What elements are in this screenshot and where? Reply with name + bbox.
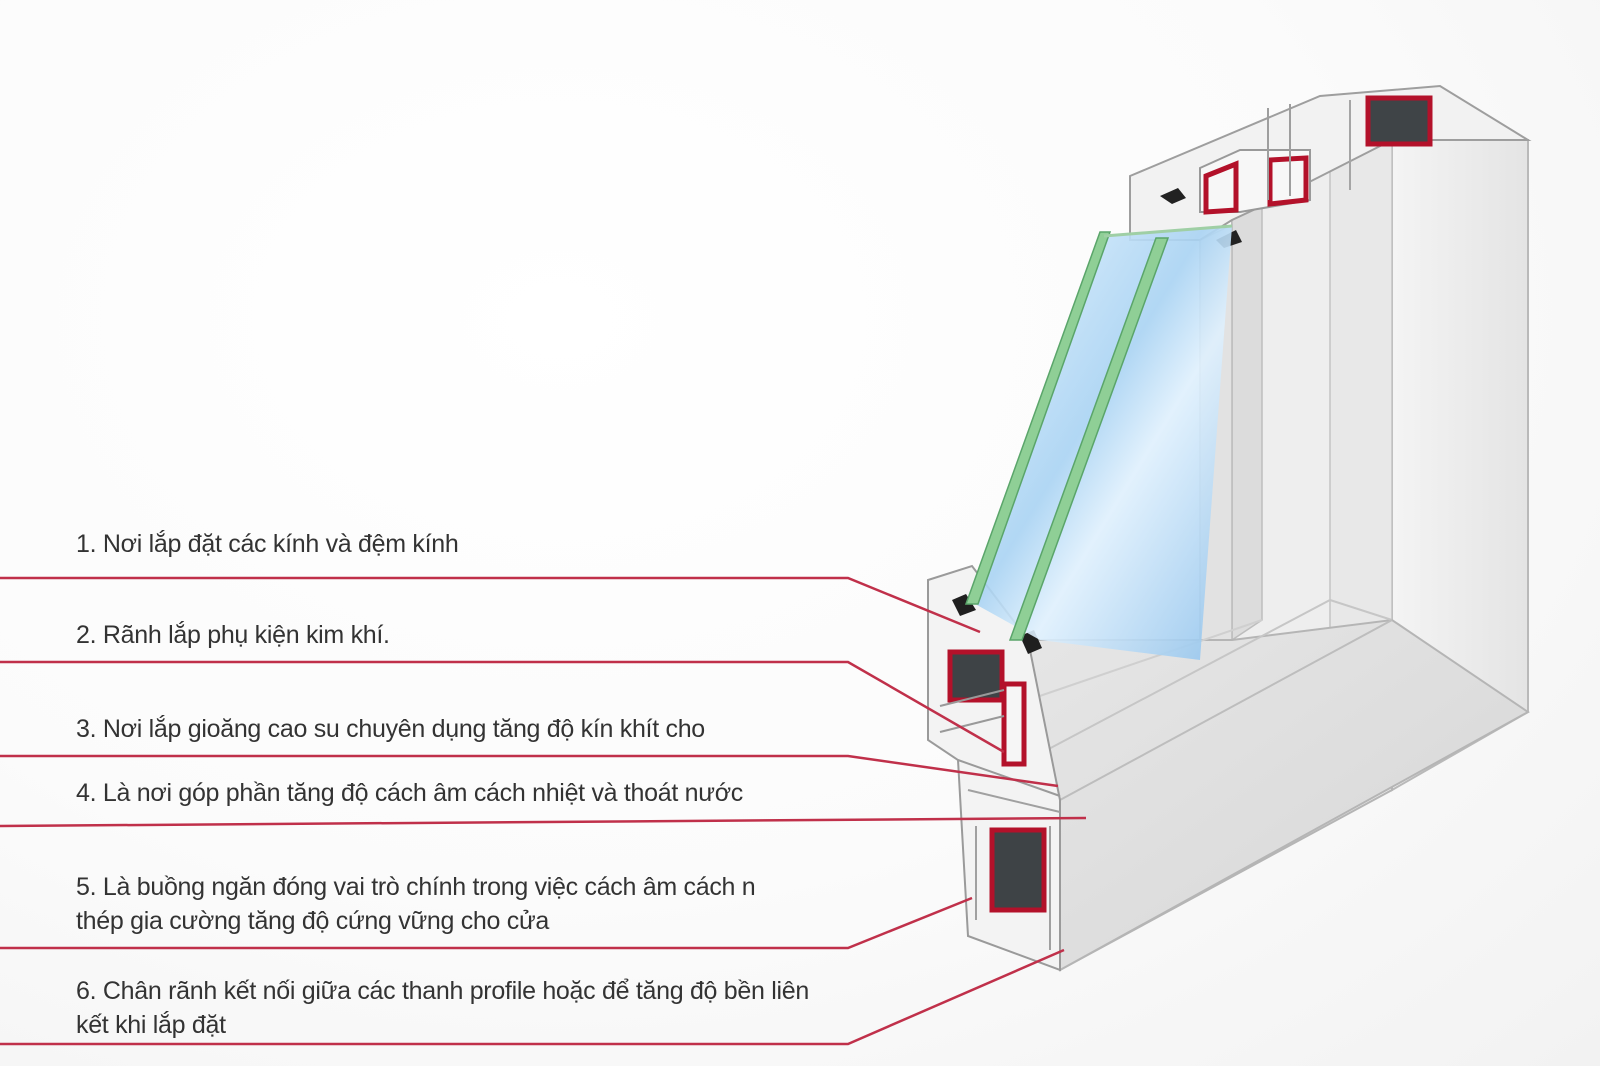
callout-3-label: 3. Nơi lắp gioăng cao su chuyên dụng tăn… [76, 712, 705, 746]
callout-6-text-line-1: 6. Chân rãnh kết nối giữa các thanh prof… [76, 977, 809, 1005]
callout-6-text-line-2: kết khi lắp đặt [76, 1011, 226, 1039]
leader-line-6 [0, 948, 1065, 1046]
double-glass-panes [964, 224, 1233, 660]
sill-profile-section [927, 564, 1061, 972]
leader-line-2 [0, 660, 1005, 754]
callout-4-text: 4. Là nơi góp phần tăng độ cách âm cách … [76, 779, 743, 807]
glass-pane-outer [968, 226, 1232, 660]
callout-3-text: 3. Nơi lắp gioăng cao su chuyên dụng tăn… [76, 715, 705, 743]
callout-5-text-line-1: 5. Là buồng ngăn đóng vai trò chính tron… [76, 873, 756, 901]
frame-inner-step [1329, 138, 1393, 662]
leader-line-4 [0, 816, 1087, 828]
leader-line-3 [0, 754, 1059, 788]
leader-lines [0, 576, 1087, 1046]
window-frame [927, 84, 1532, 972]
glass-pane-edge-2 [1008, 237, 1170, 641]
callout-1-label: 1. Nơi lắp đặt các kính và đệm kính [76, 527, 459, 561]
callout-2-text: 2. Rãnh lắp phụ kiện kim khí. [76, 621, 390, 649]
callout-5-text-line-2: thép gia cường tăng độ cứng vững cho cửa [76, 907, 550, 935]
callout-1-text: 1. Nơi lắp đặt các kính và đệm kính [76, 530, 459, 558]
callout-5-label: 5. Là buồng ngăn đóng vai trò chính tron… [76, 870, 756, 938]
leader-line-1 [0, 576, 981, 634]
head-profile-section [1129, 84, 1532, 248]
frame-jamb-reveal [1231, 204, 1263, 642]
frame-sill-face [1027, 618, 1530, 972]
callout-6-label: 6. Chân rãnh kết nối giữa các thanh prof… [76, 974, 809, 1042]
callout-4-label: 4. Là nơi góp phần tăng độ cách âm cách … [76, 776, 743, 810]
glass-pane-edge-1 [964, 231, 1112, 605]
callout-2-label: 2. Rãnh lắp phụ kiện kim khí. [76, 618, 390, 652]
leader-line-5 [0, 896, 973, 950]
